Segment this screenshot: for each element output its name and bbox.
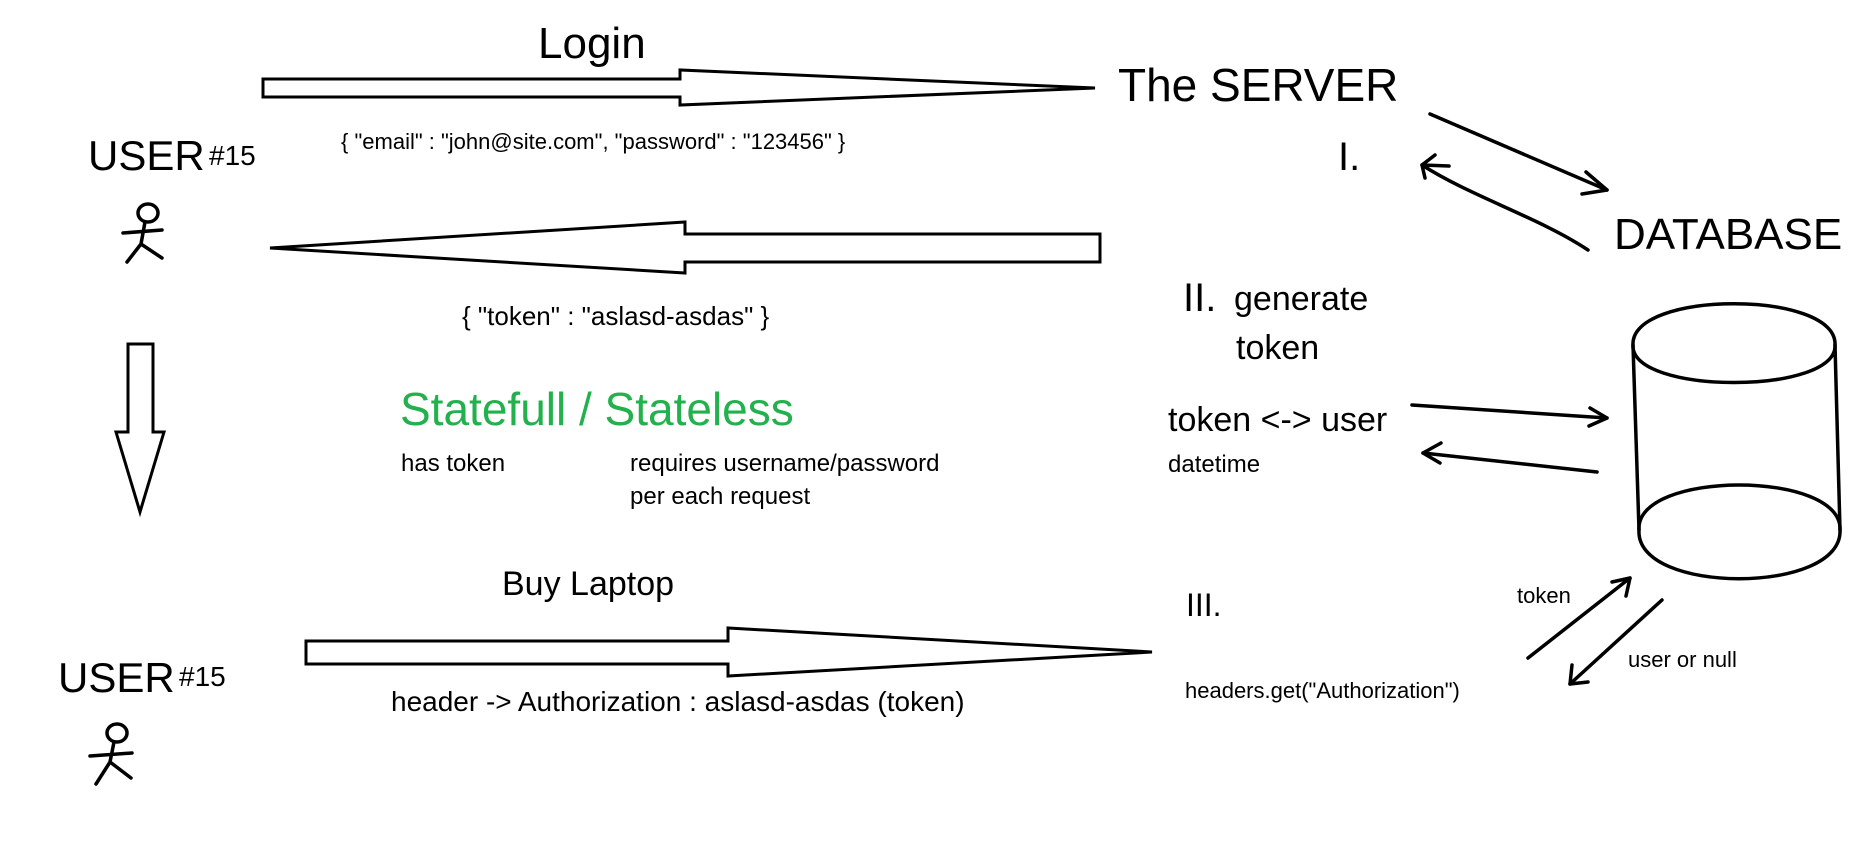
stateful-stateless-label: Statefull / Stateless [400, 383, 794, 435]
user-top-number: #15 [209, 140, 256, 171]
database-to-map-arrow [1421, 441, 1599, 474]
buy-laptop-arrow [304, 626, 1153, 678]
user-stick-figure-icon [121, 202, 164, 264]
user-bottom-number: #15 [179, 661, 226, 692]
step-2-label: II. [1183, 276, 1217, 320]
user-stick-figure-icon [88, 722, 134, 786]
database-cylinder-icon [1631, 302, 1842, 581]
token-to-database-arrow [1526, 576, 1632, 660]
auth-header-label: header -> Authorization : aslasd-asdas (… [391, 686, 965, 717]
login-payload: { "email" : "john@site.com", "password" … [341, 129, 846, 154]
token-response-arrow [269, 220, 1102, 275]
token-payload: { "token" : "aslasd-asdas" } [462, 301, 770, 331]
token-user-map-label: token <-> user [1168, 401, 1388, 439]
generate-token-line-1: generate [1234, 280, 1369, 318]
login-label: Login [538, 19, 646, 68]
buy-laptop-label: Buy Laptop [502, 565, 675, 603]
user-top-name: USER [88, 132, 205, 179]
step-1-label: I. [1338, 135, 1361, 179]
map-to-database-arrow [1410, 403, 1609, 428]
requires-credentials-line-1: requires username/password [630, 450, 940, 477]
datetime-label: datetime [1168, 451, 1261, 478]
token-small-label: token [1517, 583, 1571, 608]
headers-get-label: headers.get("Authorization") [1185, 678, 1460, 703]
generate-token-line-2: token [1236, 329, 1320, 367]
login-arrow [261, 68, 1096, 107]
user-bottom-name: USER [58, 654, 175, 701]
has-token-label: has token [401, 450, 506, 477]
server-to-database-arrow [1428, 112, 1609, 196]
requires-credentials-line-2: per each request [630, 483, 811, 510]
database-to-server-arrow [1420, 153, 1590, 252]
step-3-label: III. [1186, 587, 1222, 623]
database-label: DATABASE [1614, 210, 1843, 259]
server-label: The SERVER [1118, 59, 1399, 111]
user-or-null-label: user or null [1628, 647, 1737, 672]
database-result-arrow [1568, 598, 1664, 686]
down-arrow [113, 342, 167, 518]
